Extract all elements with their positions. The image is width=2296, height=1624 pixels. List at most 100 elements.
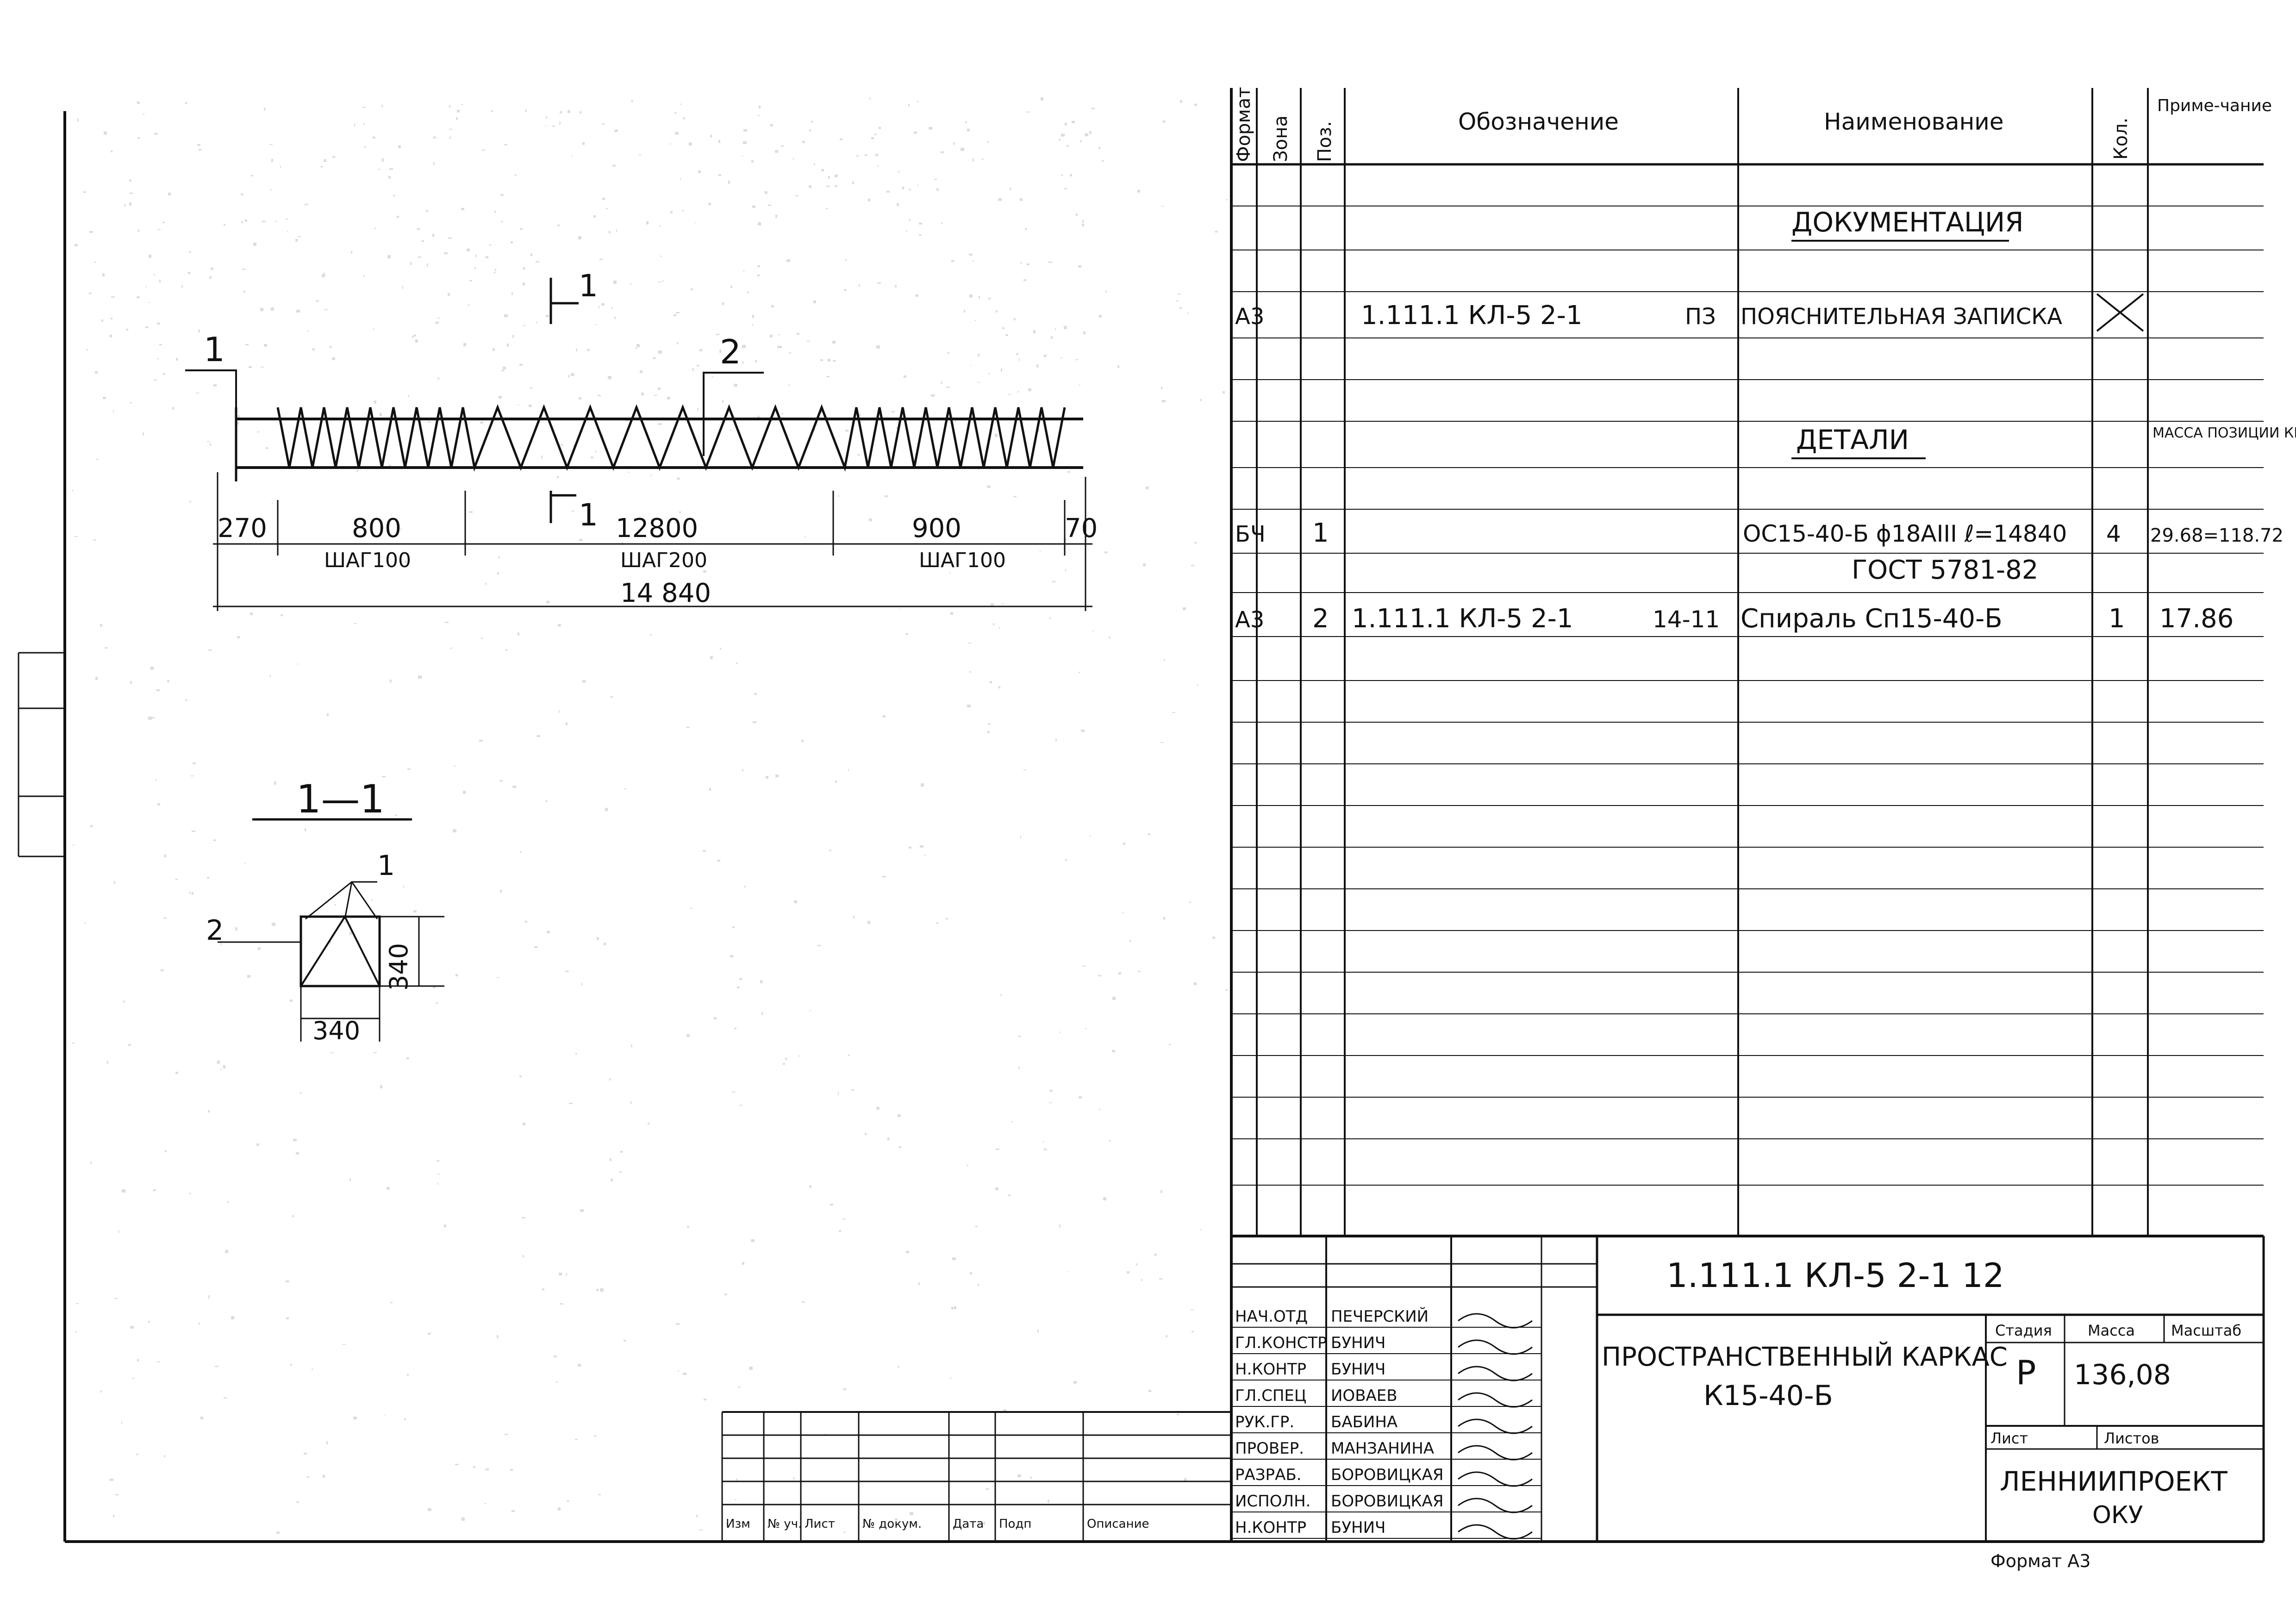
signature-name: ИОВАЕВ: [1331, 1387, 1398, 1405]
signature-scribble: [1458, 1498, 1533, 1513]
svg-text:ПОЯСНИТЕЛЬНАЯ ЗАПИСКА: ПОЯСНИТЕЛЬНАЯ ЗАПИСКА: [1741, 304, 2062, 330]
table-row: ГОСТ 5781-82: [1852, 555, 2038, 585]
section-documentation: ДОКУМЕНТАЦИЯ: [1791, 206, 2024, 238]
header-format: Формат: [1233, 87, 1254, 162]
svg-text:ГОСТ 5781-82: ГОСТ 5781-82: [1852, 555, 2038, 585]
svg-text:Лист: Лист: [1990, 1430, 2028, 1447]
svg-text:А3: А3: [1235, 607, 1264, 633]
step-100-right: ШАГ100: [919, 549, 1006, 572]
svg-text:1: 1: [1312, 518, 1329, 548]
department: ОКУ: [2092, 1501, 2143, 1529]
svg-text:Листов: Листов: [2104, 1430, 2159, 1447]
dim-270: 270: [218, 513, 267, 543]
signature-name: БУНИЧ: [1331, 1334, 1385, 1352]
table-row: А3 2 1.111.1 КЛ-5 2-1 14-11 Спираль Сп15…: [1235, 604, 2234, 634]
section-height: 340: [384, 943, 413, 991]
organization: ЛЕННИИПРОЕКТ: [2000, 1466, 2227, 1497]
dim-800: 800: [352, 513, 401, 543]
svg-text:1: 1: [579, 268, 598, 304]
revision-header: Описание: [1087, 1517, 1149, 1531]
signature-name: БАБИНА: [1331, 1413, 1398, 1431]
section-cut-mark-top: 1: [549, 268, 598, 324]
table-row: А3 1.111.1 КЛ-5 2-1 ПЗ ПОЯСНИТЕЛЬНАЯ ЗАП…: [1235, 293, 2144, 332]
svg-text:БЧ: БЧ: [1235, 521, 1266, 547]
revision-header: Подп: [999, 1517, 1031, 1531]
sheet-format: Формат А3: [1990, 1551, 2090, 1571]
svg-text:1.111.1 КЛ-5 2-1: 1.111.1 КЛ-5 2-1: [1352, 604, 1573, 634]
signature-scribble: [1458, 1445, 1533, 1461]
svg-text:1.111.1 КЛ-5 2-1: 1.111.1 КЛ-5 2-1: [1361, 300, 1583, 331]
signature-scribble: [1458, 1471, 1533, 1487]
signature-role: НАЧ.ОТД: [1235, 1307, 1308, 1326]
svg-text:1: 1: [579, 497, 598, 533]
header-designation: Обозначение: [1458, 108, 1619, 135]
dim-total: 14 840: [620, 578, 711, 608]
signature-name: БУНИЧ: [1331, 1518, 1385, 1537]
scan-noise: [72, 97, 1228, 1534]
document-code: 1.111.1 КЛ-5 2-1 12: [1666, 1256, 2004, 1295]
signature-role: ИСПОЛН.: [1235, 1492, 1310, 1511]
step-100-left: ШАГ100: [324, 549, 411, 572]
svg-text:ПЗ: ПЗ: [1685, 304, 1716, 330]
title-block: 1.111.1 КЛ-5 2-1 12 ПРОСТРАНСТВЕННЫЙ КАР…: [721, 1235, 2265, 1571]
dim-12800: 12800: [616, 513, 698, 543]
step-200: ШАГ200: [620, 549, 707, 572]
signature-name: МАНЗАНИНА: [1331, 1439, 1434, 1458]
header-name: Наименование: [1824, 108, 2004, 135]
svg-text:Спираль Сп15-40-Б: Спираль Сп15-40-Б: [1741, 604, 2003, 634]
revision-header: № уч.: [767, 1517, 802, 1531]
table-row: БЧ 1 ОС15-40-Б ϕ18АIII ℓ=14840 4 29.68=1…: [1235, 518, 2284, 548]
mass-value: 136,08: [2074, 1359, 2171, 1391]
dim-900: 900: [912, 513, 961, 543]
svg-text:Масса: Масса: [2088, 1322, 2135, 1339]
revision-header: № докум.: [862, 1517, 922, 1531]
section-mass-note: МАССА ПОЗИЦИИ КГ: [2152, 425, 2296, 441]
dim-70: 70: [1065, 513, 1098, 543]
svg-text:Масштаб: Масштаб: [2171, 1322, 2241, 1339]
signature-role: ГЛ.СПЕЦ: [1235, 1387, 1306, 1405]
section-details: ДЕТАЛИ: [1796, 424, 1909, 456]
svg-text:4: 4: [2106, 520, 2121, 547]
title-line-2: К15-40-Б: [1703, 1380, 1833, 1412]
svg-text:А3: А3: [1235, 304, 1264, 330]
header-zone: Зона: [1270, 115, 1292, 162]
signature-scribble: [1458, 1524, 1533, 1540]
signature-role: ГЛ.КОНСТР: [1235, 1334, 1327, 1352]
signature-role: РАЗРАБ.: [1235, 1466, 1301, 1484]
section-callout-1: 1: [377, 849, 395, 882]
signature-role: Н.КОНТР: [1235, 1360, 1306, 1379]
specification-table: Формат Зона Поз. Обозначение Наименовани…: [1230, 87, 2296, 1542]
signature-scribble: [1458, 1339, 1533, 1355]
signature-name: ПЕЧЕРСКИЙ: [1331, 1307, 1429, 1326]
sheet-frame: [18, 111, 2264, 1543]
svg-text:ОС15-40-Б ϕ18АIII ℓ=14840: ОС15-40-Б ϕ18АIII ℓ=14840: [1743, 520, 2067, 547]
callout-2-label: 2: [720, 332, 741, 371]
signature-role: Н.КОНТР: [1235, 1518, 1306, 1537]
signature-scribble: [1458, 1313, 1533, 1329]
svg-text:29.68=118.72: 29.68=118.72: [2150, 525, 2284, 546]
svg-text:17.86: 17.86: [2159, 604, 2234, 634]
title-line-1: ПРОСТРАНСТВЕННЫЙ КАРКАС: [1602, 1342, 2008, 1372]
section-title: 1—1: [296, 776, 385, 822]
svg-text:14-11: 14-11: [1653, 606, 1720, 633]
table-row-lines: [1231, 206, 2264, 1237]
header-pos: Поз.: [1314, 121, 1335, 162]
section-width: 340: [312, 1016, 360, 1045]
section-cut-mark-bottom: 1: [549, 491, 598, 533]
frame-elevation: 1 2 1 1 270 800 ШАГ100 12800: [185, 268, 1098, 611]
signature-scribble: [1458, 1366, 1533, 1381]
signature-name: БОРОВИЦКАЯ: [1331, 1466, 1444, 1484]
signature-name: БУНИЧ: [1331, 1360, 1385, 1379]
header-note: Приме-чание: [2157, 96, 2272, 115]
signature-scribble: [1458, 1392, 1533, 1408]
svg-text:Стадия: Стадия: [1995, 1322, 2052, 1339]
callout-1-label: 1: [204, 330, 225, 369]
stage-value: Р: [2016, 1353, 2036, 1392]
revision-header: Лист: [805, 1517, 835, 1531]
section-1-1: 1—1 1 2 340 340: [206, 776, 444, 1045]
signature-role: РУК.ГР.: [1235, 1413, 1294, 1431]
svg-text:2: 2: [1312, 604, 1329, 634]
svg-text:1: 1: [2109, 604, 2125, 634]
